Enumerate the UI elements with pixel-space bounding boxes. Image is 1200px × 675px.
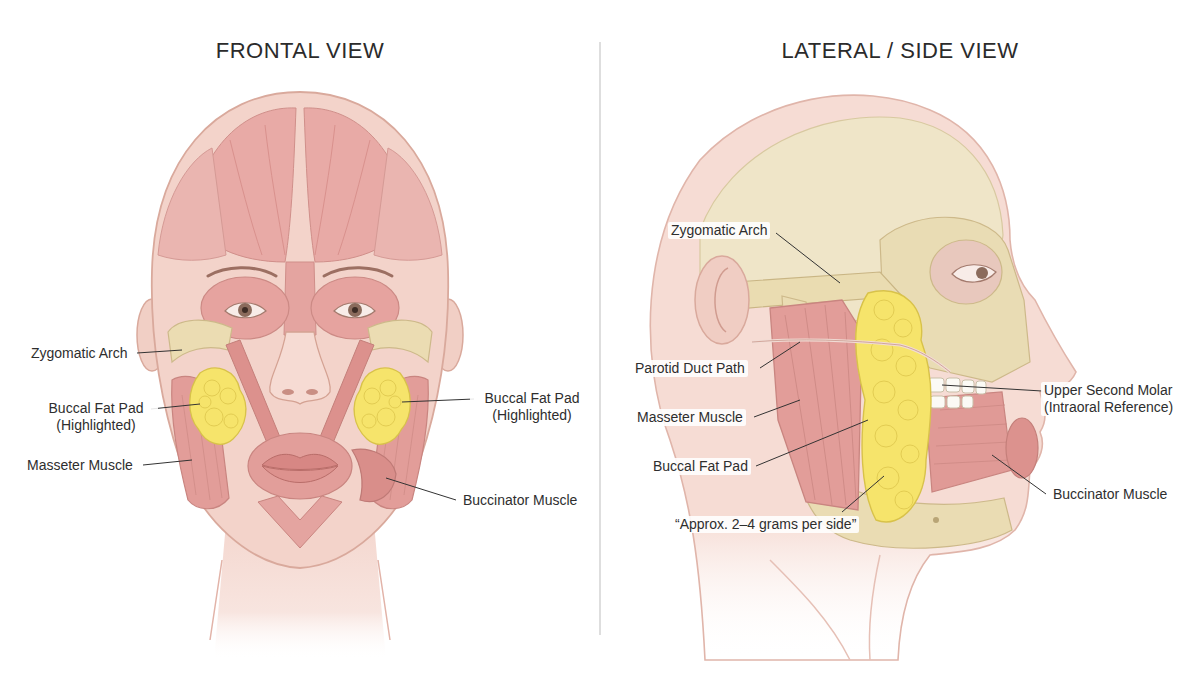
iris (976, 267, 988, 279)
weight-note: “Approx. 2–4 grams per side” (672, 516, 859, 533)
lower-lip (262, 466, 338, 483)
fat-lobules (871, 300, 919, 509)
frontal-face-features (208, 268, 396, 548)
divider-line (599, 42, 600, 635)
eye (952, 265, 996, 282)
leader-line (942, 385, 1042, 391)
leader-line (756, 420, 868, 466)
orbicularis-oris (248, 433, 352, 499)
mentalis-muscle (258, 496, 342, 548)
buccal-fat-pad (856, 291, 931, 522)
mental-foramen (933, 517, 939, 523)
neck-line (210, 560, 390, 640)
leader-line (143, 460, 192, 465)
lateral-head (650, 95, 1076, 660)
view-title: FRONTAL VIEW (150, 38, 450, 64)
part-label: Zygomatic Arch (668, 222, 770, 239)
eyebrow (324, 268, 392, 276)
ear (695, 256, 749, 344)
iris (238, 303, 252, 317)
leader-line (151, 404, 200, 409)
part-label: Parotid Duct Path (632, 360, 748, 377)
leader-line (776, 233, 840, 283)
leader-line (754, 400, 800, 417)
fat-lobules (199, 380, 238, 428)
head-outline (152, 92, 449, 568)
part-label: Buccinator Muscle (1050, 486, 1170, 503)
nose (270, 332, 330, 404)
orbit (930, 240, 1002, 304)
head-profile (650, 95, 1076, 660)
eyebrow (208, 268, 276, 276)
pupil (352, 307, 358, 313)
iris (348, 303, 362, 317)
part-label: Masseter Muscle (24, 457, 136, 474)
pupil (242, 307, 248, 313)
lower-teeth (930, 396, 973, 408)
muscle-fibre (230, 125, 370, 255)
masseter-muscle (770, 300, 862, 510)
nostril (282, 389, 294, 395)
leader-lines (137, 233, 1046, 512)
part-label: Buccal Fat Pad (650, 458, 751, 475)
eye (225, 303, 266, 318)
procerus-muscle (284, 262, 316, 335)
leader-line (992, 455, 1046, 494)
neck-line (770, 555, 880, 660)
part-label: Upper Second Molar (Intraoral Reference) (1041, 382, 1195, 416)
part-label: Buccal Fat Pad (Highlighted) (470, 390, 594, 424)
parotid-duct (752, 340, 950, 372)
leader-line (842, 476, 884, 512)
part-label: Masseter Muscle (634, 409, 746, 426)
part-label: Zygomatic Arch (28, 345, 130, 362)
upper-lip (262, 454, 338, 469)
part-label: Buccal Fat Pad (Highlighted) (34, 400, 158, 434)
leader-line (137, 350, 182, 353)
parotid-duct-edge (752, 340, 950, 372)
nostril (306, 389, 318, 395)
buccal-fat-pad (190, 368, 246, 444)
frontal-head (137, 92, 463, 660)
muscle-fibre (785, 305, 856, 505)
ear-fold (715, 268, 728, 332)
leader-line (402, 399, 474, 402)
muscle-fibre (934, 405, 1010, 464)
zygomatic-bone (168, 320, 232, 362)
view-title: LATERAL / SIDE VIEW (720, 38, 1080, 64)
temporalis-muscle (158, 148, 226, 260)
leader-line (386, 478, 456, 500)
eye (334, 303, 375, 318)
part-label: Buccinator Muscle (460, 492, 580, 509)
buccinator-muscle (352, 449, 396, 501)
buccinator-muscle (925, 392, 1012, 492)
leader-line (760, 342, 800, 368)
